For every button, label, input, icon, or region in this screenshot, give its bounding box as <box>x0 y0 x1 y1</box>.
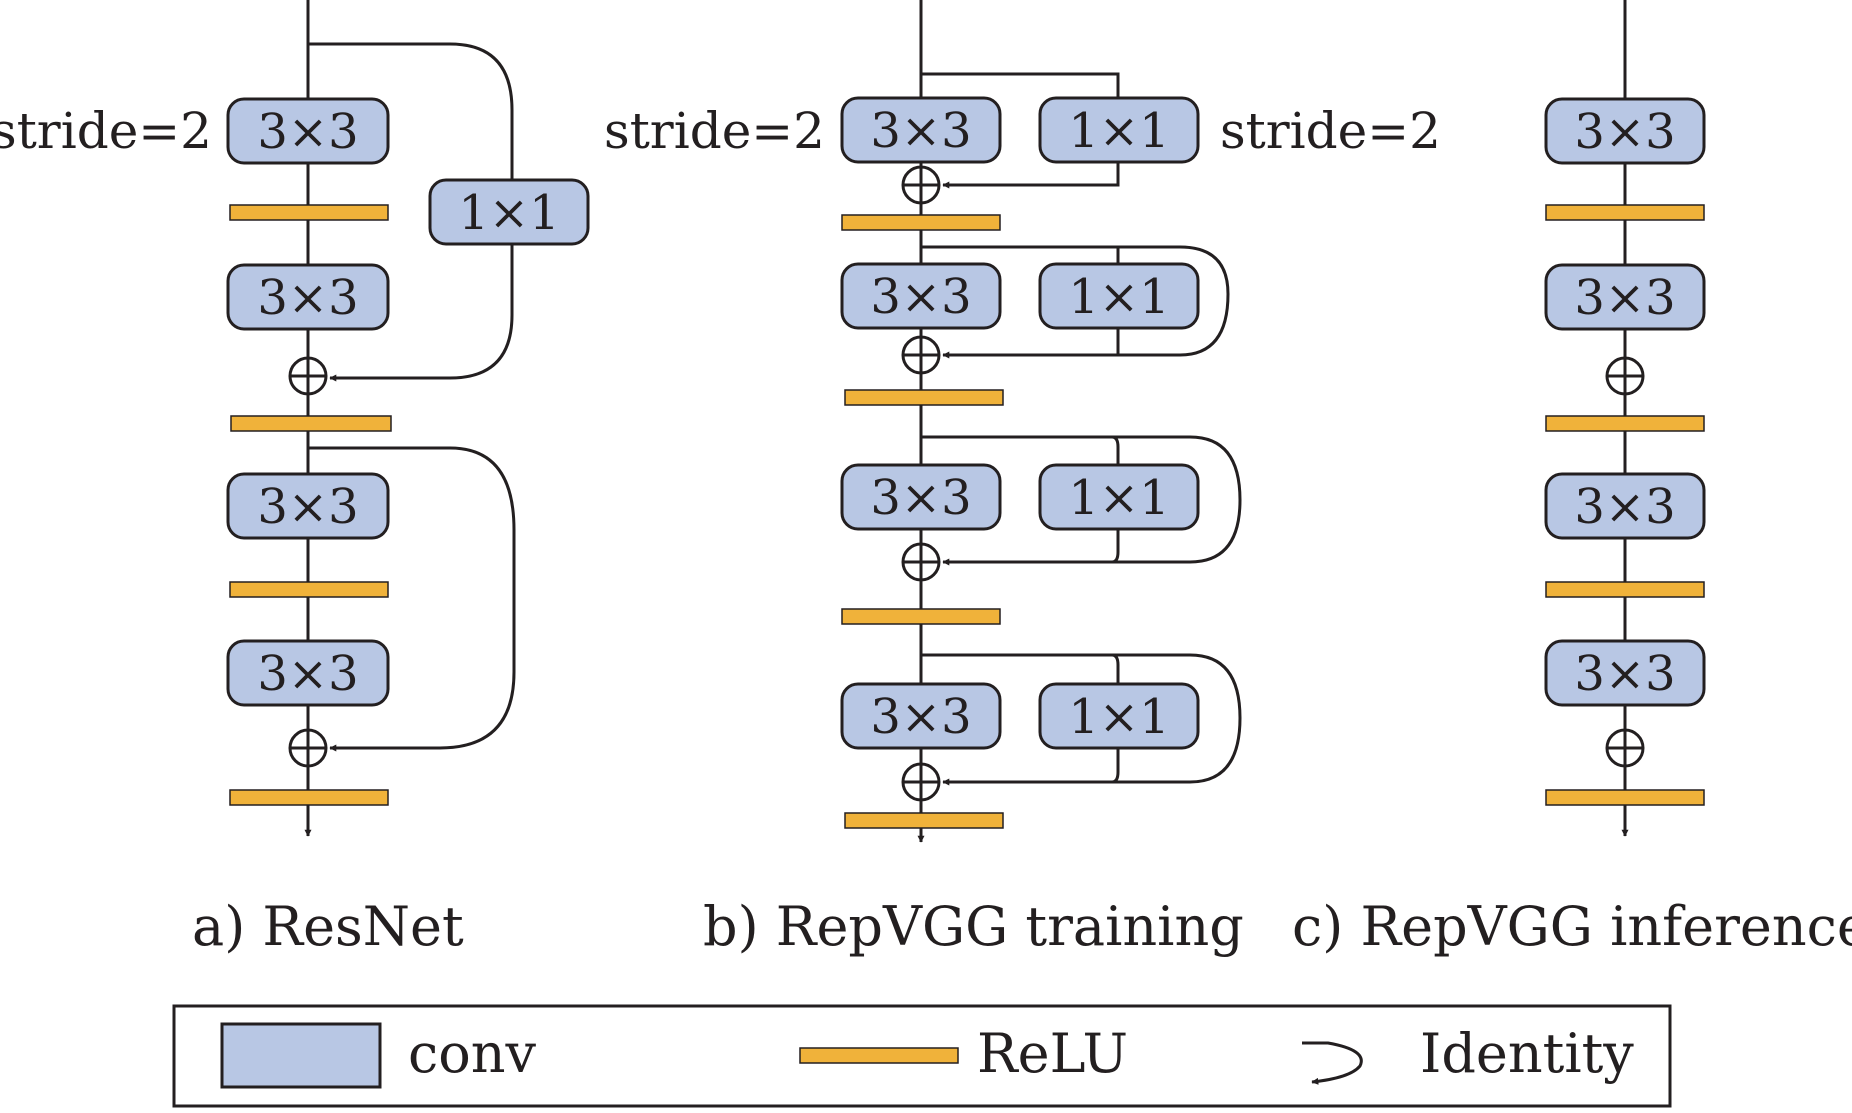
repvgg-training-conv-label: 3×3 <box>870 269 971 325</box>
repvgg-inference-relu-bar <box>1545 415 1705 432</box>
repvgg-training-1x1-label: 1×1 <box>1068 689 1169 745</box>
legend-conv-swatch <box>220 1022 382 1089</box>
repvgg-training-add-node <box>901 165 941 205</box>
resnet-identity-shortcut <box>308 446 516 752</box>
repvgg-training-conv-block <box>840 463 1002 531</box>
resnet-conv-block <box>226 263 390 331</box>
repvgg-inference-conv-block <box>1544 263 1706 331</box>
resnet-conv-block <box>226 639 390 707</box>
resnet-projection-label: 1×1 <box>458 185 559 241</box>
resnet-conv-label: 3×3 <box>257 646 358 702</box>
resnet-relu-bar <box>229 581 389 598</box>
repvgg-training-relu-bar <box>841 214 1001 231</box>
repvgg-training-identity-branch <box>921 245 1230 359</box>
resnet-conv-block <box>226 97 390 165</box>
repvgg-training-1x1-label: 1×1 <box>1068 470 1169 526</box>
repvgg-training-1x1-block <box>1038 682 1200 750</box>
repvgg-inference-conv-block <box>1544 472 1706 540</box>
resnet-relu-bar <box>229 789 389 806</box>
repvgg-training-1x1-block <box>1038 96 1200 164</box>
resnet-add-node <box>288 728 328 768</box>
resnet-conv-label: 3×3 <box>257 479 358 535</box>
resnet-conv-label: 3×3 <box>257 270 358 326</box>
repvgg-training-conv-label: 3×3 <box>870 470 971 526</box>
legend-conv-label: conv <box>408 1022 537 1085</box>
resnet-relu-bar <box>230 415 392 432</box>
legend-identity-icon <box>1302 1041 1363 1085</box>
repvgg-training-column: 3×3 3×3 3×3 3×3 1×1 1×1 1×1 1×1 <box>604 0 1441 843</box>
repvgg-inference-conv-block <box>1544 97 1706 165</box>
repvgg-training-1x1-label: 1×1 <box>1068 269 1169 325</box>
caption-repvgg-inference: c) RepVGG inference <box>1292 895 1852 958</box>
repvgg-training-stride-label-right: stride=2 <box>1220 102 1441 160</box>
resnet-stride-label: stride=2 <box>0 102 212 160</box>
repvgg-training-relu-bar <box>841 608 1001 625</box>
repvgg-inference-relu-bar <box>1545 581 1705 598</box>
repvgg-training-conv-label: 3×3 <box>870 103 971 159</box>
repvgg-inference-conv-block <box>1544 639 1706 707</box>
repvgg-training-1x1-label: 1×1 <box>1068 103 1169 159</box>
repvgg-inference-add-node <box>1605 728 1645 768</box>
repvgg-training-identity-branch <box>921 435 1242 566</box>
repvgg-inference-conv-label: 3×3 <box>1574 104 1675 160</box>
repvgg-training-add-node <box>901 762 941 802</box>
resnet-conv-label: 3×3 <box>257 104 358 160</box>
repvgg-inference-conv-label: 3×3 <box>1574 479 1675 535</box>
repvgg-training-1x1-block <box>1038 262 1200 330</box>
repvgg-inference-conv-label: 3×3 <box>1574 646 1675 702</box>
resnet-add-node <box>288 356 328 396</box>
repvgg-inference-relu-bar <box>1545 789 1705 806</box>
repvgg-training-1x1-block <box>1038 463 1200 531</box>
caption-repvgg-training: b) RepVGG training <box>703 895 1244 958</box>
resnet-relu-bar <box>229 204 389 221</box>
resnet-column: 3×3 3×3 3×3 3×3 1×1 stride=2 <box>0 0 590 837</box>
legend-identity-label: Identity <box>1420 1022 1634 1085</box>
legend: conv ReLU Identity <box>172 1004 1672 1108</box>
caption-resnet: a) ResNet <box>192 895 464 958</box>
legend-relu-label: ReLU <box>977 1022 1128 1085</box>
repvgg-inference-relu-bar <box>1545 204 1705 221</box>
repvgg-training-conv-block <box>840 262 1002 330</box>
repvgg-training-relu-bar <box>844 389 1004 406</box>
repvgg-inference-add-node <box>1605 356 1645 396</box>
repvgg-training-relu-bar <box>844 812 1004 829</box>
repvgg-training-conv-block <box>840 96 1002 164</box>
repvgg-training-add-node <box>901 335 941 375</box>
resnet-conv-block <box>226 472 390 540</box>
repvgg-training-add-node <box>901 542 941 582</box>
repvgg-training-conv-label: 3×3 <box>870 689 971 745</box>
repvgg-inference-column: 3×3 3×3 3×3 3×3 <box>1544 0 1706 837</box>
repvgg-training-stride-label-left: stride=2 <box>604 102 825 160</box>
repvgg-inference-conv-label: 3×3 <box>1574 270 1675 326</box>
legend-relu-swatch <box>799 1047 959 1064</box>
resnet-projection-conv <box>428 178 590 246</box>
repvgg-training-identity-branch <box>921 653 1242 786</box>
repvgg-training-conv-block <box>840 682 1002 750</box>
